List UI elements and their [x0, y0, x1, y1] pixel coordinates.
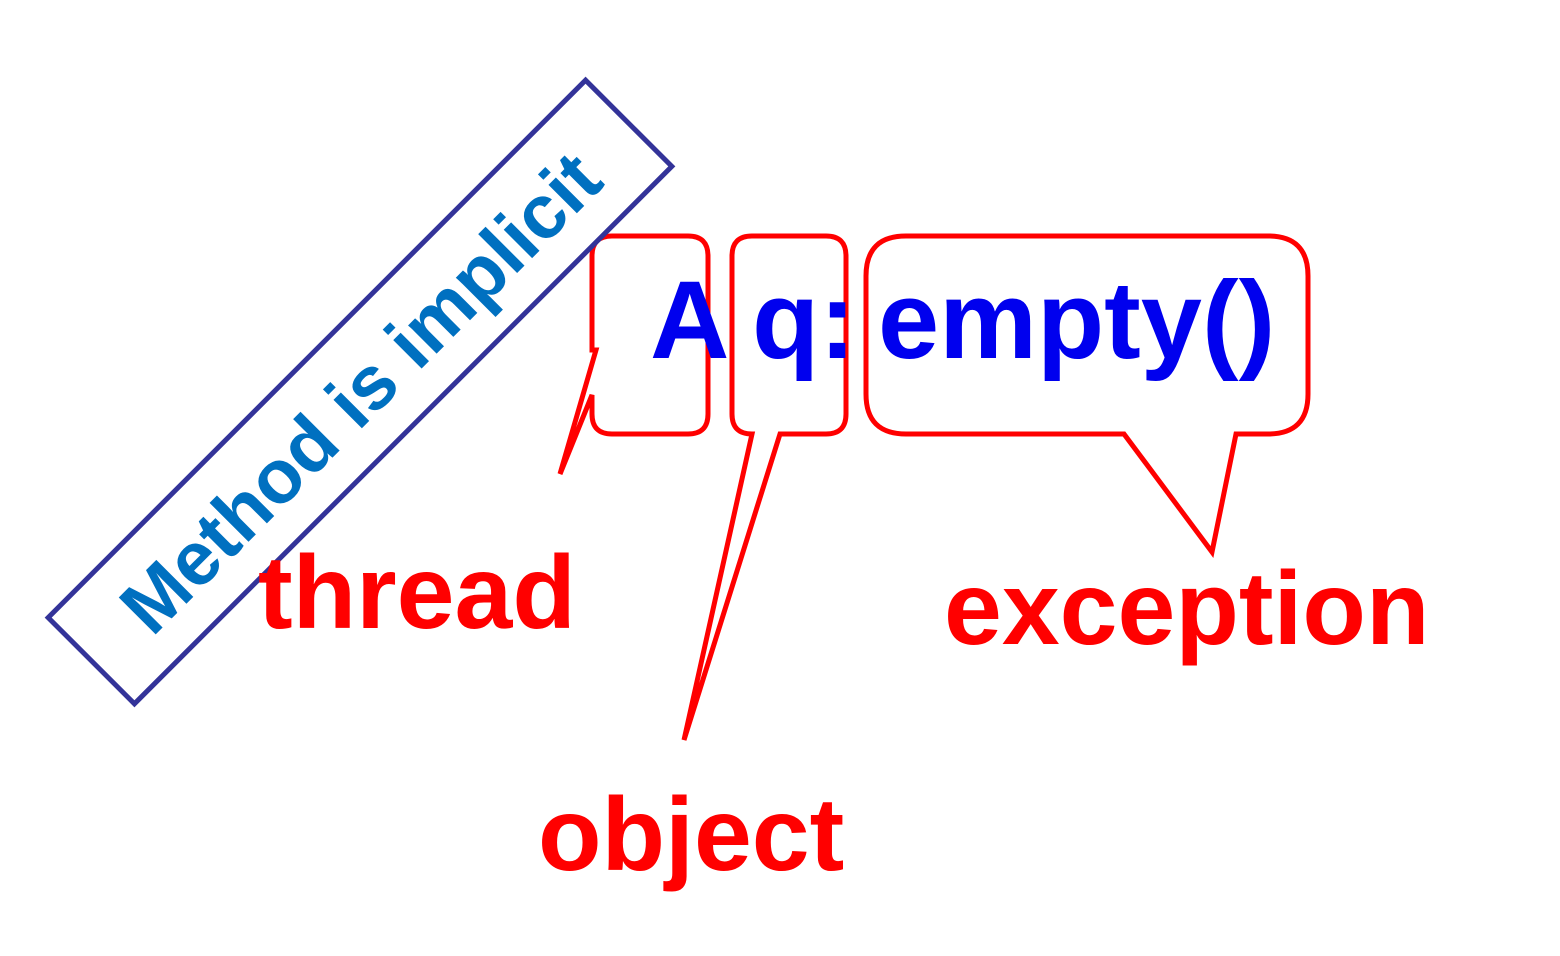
- code-thread-part: A: [650, 259, 729, 382]
- object-callout: [681, 233, 849, 741]
- thread-label: thread: [258, 535, 576, 651]
- thread-callout: [557, 233, 711, 475]
- exception-label: exception: [944, 551, 1429, 667]
- banner-border: [44, 76, 676, 708]
- object-label: object: [538, 777, 844, 893]
- code-method-part: empty(): [878, 259, 1275, 382]
- code-object-part: q:: [752, 259, 856, 382]
- exception-callout: [863, 233, 1311, 558]
